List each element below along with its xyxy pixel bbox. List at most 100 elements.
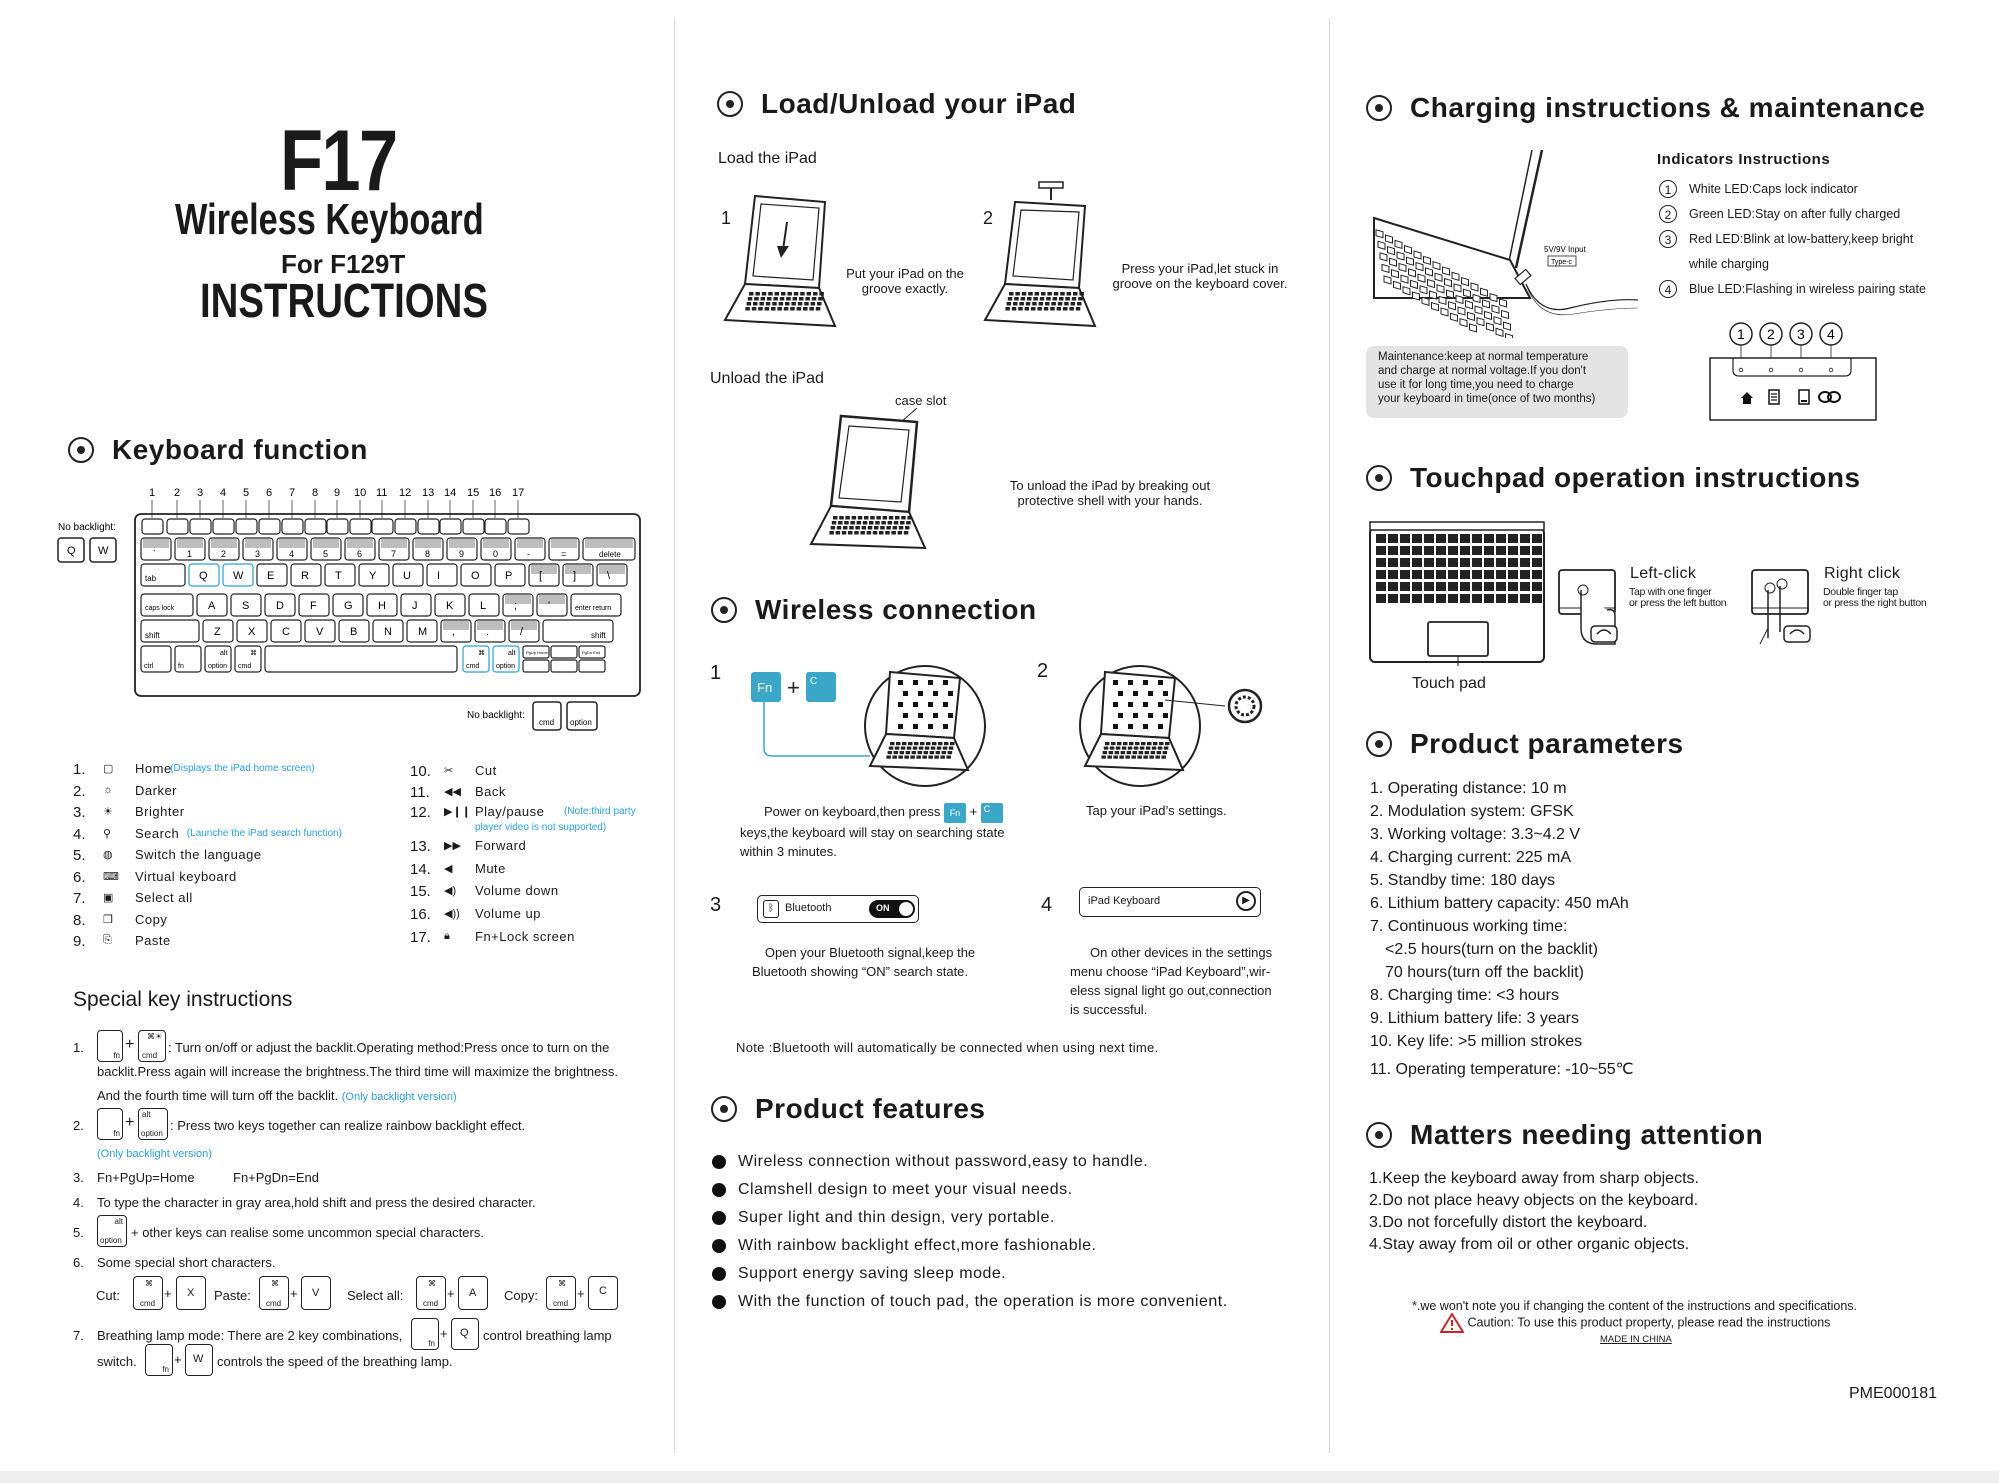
key-label: O [471, 570, 480, 582]
led-dot [1798, 367, 1804, 373]
key-label: 2 [221, 549, 226, 559]
key-label: , [452, 626, 455, 638]
made-in-china: MADE IN CHINA [1600, 1334, 1672, 1345]
key-label: H [378, 600, 386, 612]
key-label: 9 [459, 549, 464, 559]
cut-icon: ✂ [444, 765, 454, 777]
feature-item: Super light and thin design, very portab… [712, 1209, 1055, 1227]
function-key [371, 518, 394, 535]
left-click-title: Left-click [1630, 565, 1697, 582]
square-icon: ▢ [103, 763, 114, 775]
key-label: ] [573, 570, 576, 582]
key-label: B [350, 626, 357, 638]
attention-item: 1.Keep the keyboard away from sharp obje… [1369, 1170, 1699, 1187]
globe-icon: ◍ [103, 849, 113, 861]
key-label: . [486, 626, 489, 638]
fn-key-number: 10 [354, 487, 366, 499]
battery-low-icon [1798, 389, 1810, 405]
arrow-key [522, 659, 550, 673]
key [304, 619, 336, 643]
key-label: C [282, 626, 290, 638]
key [290, 563, 322, 587]
keyboard-outline [134, 513, 641, 697]
charging-illustration: 5V/9V Input Type-c [1373, 149, 1639, 338]
key [400, 593, 432, 617]
key-label: [ [539, 570, 542, 582]
section-bullet-icon [68, 437, 94, 463]
sun-large-icon: ☀ [103, 806, 113, 818]
touchpad-title: Touchpad operation instructions [1366, 462, 1861, 494]
column-middle: Load/Unload your iPad Load the iPad 1 Pu… [675, 0, 1328, 1455]
function-item: 4.⚲Search(Launche the iPad search functi… [73, 825, 342, 843]
fn-key-number: 14 [444, 487, 456, 499]
key-label: V [316, 626, 324, 638]
function-item: 5.◍Switch the language [73, 847, 262, 864]
bluetooth-toggle-box: ᛒ Bluetooth ON [757, 895, 919, 923]
key-w-nobacklight [89, 537, 117, 563]
key-label: tab [145, 574, 157, 583]
function-key [235, 518, 258, 535]
section-bullet-icon [711, 597, 737, 623]
svg-text:2: 2 [1767, 326, 1775, 342]
function-item: 17.🔒︎Fn+Lock screen [410, 928, 575, 946]
key-label: option [208, 663, 227, 670]
wireless-step-4-text: On other devices in the settings menu ch… [1070, 945, 1273, 1017]
key-top-label: ⌘ [250, 649, 257, 657]
key-label: T [335, 570, 342, 582]
key [140, 645, 172, 673]
volume-down-icon: ◀) [444, 885, 457, 897]
key-label: enter return [575, 605, 611, 612]
key-label: \ [607, 570, 611, 582]
key-label: J [412, 600, 418, 612]
svg-text:5V/9V Input: 5V/9V Input [1544, 245, 1587, 254]
function-item: 6.⌨Virtual keyboard [73, 868, 237, 886]
parameter-item: 1. Operating distance: 10 m [1370, 780, 1567, 797]
key [406, 619, 438, 643]
fn-key-number: 11 [376, 487, 387, 499]
laptop-unload-illustration [809, 408, 927, 550]
wireless-step-4-num: 4 [1041, 894, 1053, 916]
function-key [258, 518, 281, 535]
copy-icon: ❐ [103, 913, 113, 926]
fn-key-number: 4 [220, 487, 226, 499]
attention-item: 4.Stay away from oil or other organic ob… [1369, 1236, 1690, 1253]
svg-text:4: 4 [1827, 326, 1835, 342]
indicators-title: Indicators Instructions [1657, 151, 1831, 168]
parameter-item: 6. Lithium battery capacity: 450 mAh [1370, 895, 1629, 912]
bluetooth-icon: ᛒ [763, 900, 779, 918]
fn-key-number: 17 [512, 487, 524, 499]
product-parameters-title: Product parameters [1366, 728, 1684, 760]
charging-title: Charging instructions & maintenance [1366, 92, 1925, 124]
sun-small-icon: ☼ [103, 783, 114, 796]
ipad-keyboard-box: iPad Keyboard ▶ [1079, 887, 1261, 917]
fn-key-number: 3 [197, 487, 203, 499]
case-slot-label: case slot [895, 393, 947, 408]
key-option-nobacklight [566, 701, 598, 731]
key-cmd-nb-label: cmd [539, 718, 554, 727]
svg-text:PgUp Home: PgUp Home [526, 650, 549, 655]
parameter-item: 8. Charging time: <3 hours [1370, 987, 1559, 1004]
function-key [166, 518, 189, 535]
load-unload-title: Load/Unload your iPad [717, 88, 1076, 120]
lock-icon: 🔒︎ [444, 929, 450, 942]
fn-key-number: 5 [243, 487, 249, 499]
parameter-item: 3. Working voltage: 3.3~4.2 V [1370, 826, 1581, 843]
function-key [417, 518, 440, 535]
bottom-bar [0, 1471, 1999, 1483]
section-bullet-icon [1366, 731, 1392, 757]
key [338, 619, 370, 643]
wireless-note: Note :Bluetooth will automatically be co… [736, 1040, 1159, 1055]
key-label: 3 [255, 549, 260, 559]
key [222, 563, 254, 587]
key [426, 563, 458, 587]
column-right: Charging instructions & maintenance 5V/9… [1330, 0, 1999, 1455]
pgup-key [522, 645, 550, 659]
key-label: ; [514, 600, 517, 612]
function-key [507, 518, 530, 535]
function-item: 15.◀)Volume down [410, 883, 559, 900]
led-dot [1768, 367, 1774, 373]
